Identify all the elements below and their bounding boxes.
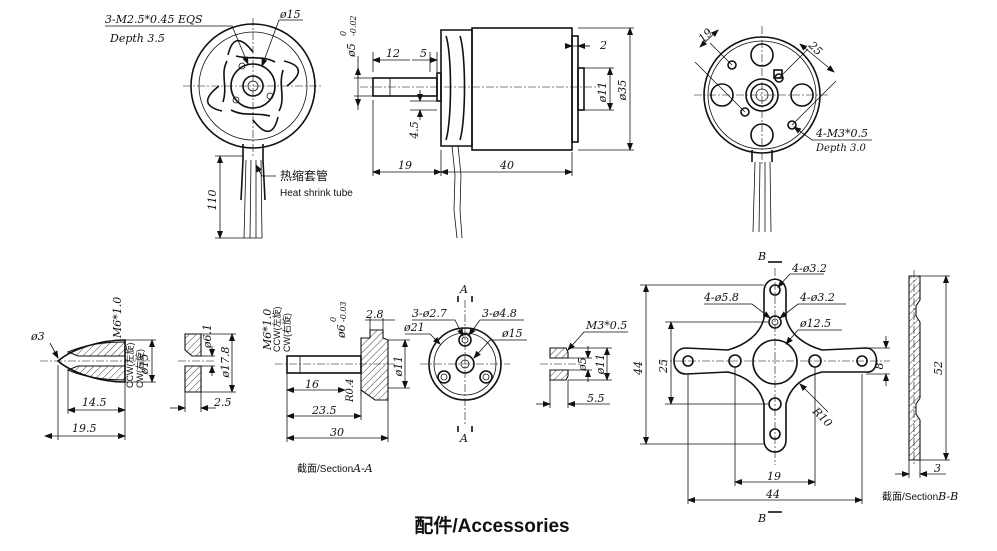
section-a-caption: 截面/SectionA-A <box>297 462 373 475</box>
nut-length-dim: 5.5 <box>587 392 605 405</box>
cross-holes-b: 4-ø5.8 <box>703 291 739 304</box>
shaft-diameter-dim: ø5 <box>345 43 358 58</box>
adapter-len-16: 16 <box>305 378 319 391</box>
adapter-len-23-5: 23.5 <box>311 404 337 417</box>
cross-inner-height-dim: 25 <box>657 359 670 374</box>
shrink-tube-label-cn: 热缩套管 <box>280 168 328 183</box>
nut-view: M3*0.5 ø5 ø11 5.5 <box>536 319 628 408</box>
shrink-tube-label-en: Heat shrink tube <box>280 188 353 199</box>
section-b-thickness-dim: 3 <box>934 462 941 475</box>
section-a-mark-top: A <box>459 283 468 296</box>
cross-height-dim: 44 <box>632 361 645 376</box>
spinner-view: ø3 M6*1.0 CCW(左旋) CW(右旋) ø15 14.5 19.5 <box>30 297 156 440</box>
adapter-large-holes: 3-ø4.8 <box>482 307 517 320</box>
adapter-thread-dim: M6*1.0 <box>261 309 274 351</box>
lead-length-dim: 110 <box>206 190 219 211</box>
washer-view: ø6.1 ø17.8 2.5 <box>170 324 236 412</box>
cross-holes-a: 4-ø3.2 <box>791 262 827 275</box>
motor-side-view: ø5 0 -0.02 12 5 4.5 19 40 2 ø11 ø35 <box>339 15 634 239</box>
adapter-hub-dim: ø11 <box>392 356 405 378</box>
nut-inner-dim: ø5 <box>576 357 589 372</box>
shaft-extension-dim: 12 <box>386 47 400 60</box>
cross-center-bore: ø12.5 <box>799 317 831 330</box>
thread-note: 3-M2.5*0.45 EQS <box>105 13 203 26</box>
body-length-dim: 40 <box>499 159 514 172</box>
adapter-rot-cw: CW(右旋) <box>281 313 292 352</box>
front-length-dim: 19 <box>398 159 412 172</box>
adapter-bore-dim: ø6 <box>335 324 348 339</box>
adapter-rot-ccw: CCW(左旋) <box>271 307 282 353</box>
adapter-small-holes: 3-ø2.7 <box>412 307 447 320</box>
cross-mount-section: 52 3 截面/SectionB-B <box>882 270 958 503</box>
spinner-len-a: 14.5 <box>82 396 107 409</box>
cross-holes-c: 4-ø3.2 <box>799 291 835 304</box>
shaft-tol-upper: 0 <box>339 31 348 36</box>
spinner-len-b: 19.5 <box>72 422 97 435</box>
motor-front-view: 110 3-M2.5*0.45 EQS Depth 3.5 ø15 热缩套管 H… <box>105 8 353 239</box>
washer-inner-dim: ø6.1 <box>201 324 214 349</box>
thread-depth: Depth 3.5 <box>109 32 165 45</box>
cross-inner-width-dim: 19 <box>767 470 781 483</box>
adapter-face-view: A A 3-ø2.7 3-ø4.8 ø21 ø15 <box>403 283 527 445</box>
adapter-boss-dim: ø15 <box>501 327 523 340</box>
motor-rear-view: 19 25 4-M3*0.5 Depth 3.0 <box>694 26 872 233</box>
spinner-thread-dim: M6*1.0 <box>111 297 124 339</box>
shaft-tol-lower: -0.02 <box>349 15 358 36</box>
boss-diameter-dim: ø15 <box>279 8 301 21</box>
adapter-bore-tol-upper: 0 <box>329 317 338 322</box>
rear-step-dim: 2 <box>599 39 607 52</box>
adapter-radius-dim: R0.4 <box>345 379 356 403</box>
section-b-mark-top: B <box>757 250 766 263</box>
section-b-mark-bottom: B <box>757 512 766 525</box>
washer-thickness-dim: 2.5 <box>213 396 232 409</box>
spinner-tip-dim: ø3 <box>30 330 45 343</box>
prop-adapter-section: M6*1.0 CCW(左旋) CW(右旋) ø6 0 -0.03 2.8 ø11… <box>261 301 410 475</box>
nut-outer-dim: ø11 <box>594 354 607 376</box>
rear-hole-spacing-a: 19 <box>696 26 715 45</box>
spinner-rot-ccw: CCW(左旋) <box>124 343 135 389</box>
adapter-pcd-dim: ø21 <box>403 321 425 334</box>
cross-mount-view: B B 4-ø3.2 4-ø5.8 4-ø3.2 ø12.5 44 25 8 R… <box>632 250 890 525</box>
rear-hole-spacing-b: 25 <box>805 38 825 58</box>
section-b-caption: 截面/SectionB-B <box>882 490 958 503</box>
cross-width-dim: 44 <box>765 488 780 501</box>
body-diameter-dim: ø35 <box>616 80 629 102</box>
cross-radius-dim: R10 <box>809 404 835 430</box>
spinner-base-dim: ø15 <box>138 354 151 376</box>
flange-offset-dim: 4.5 <box>408 121 421 140</box>
spinner-rot-cw: CW(右旋) <box>134 349 145 388</box>
adapter-bore-tol-lower: -0.03 <box>339 301 348 322</box>
shaft-step-dim: 5 <box>420 47 427 60</box>
section-a-mark-bottom: A <box>459 432 468 445</box>
nut-thread-dim: M3*0.5 <box>585 319 627 332</box>
adapter-len-30: 30 <box>330 426 344 439</box>
accessories-caption: 配件/Accessories <box>414 514 569 537</box>
rear-boss-dim: ø11 <box>596 82 609 104</box>
washer-outer-dim: ø17.8 <box>219 346 232 378</box>
adapter-flange-thk-dim: 2.8 <box>365 308 384 321</box>
section-b-height-dim: 52 <box>932 361 945 375</box>
rear-hole-note: 4-M3*0.5 <box>815 127 868 140</box>
cross-arm-width-dim: 8 <box>873 363 886 370</box>
rear-hole-depth: Depth 3.0 <box>815 143 867 154</box>
